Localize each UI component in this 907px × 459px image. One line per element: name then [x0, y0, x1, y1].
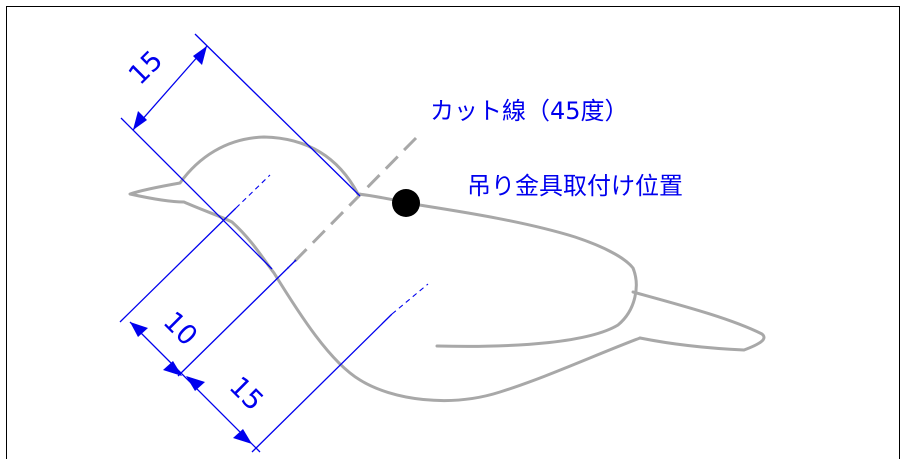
dim-middle-arrow-a	[130, 322, 148, 337]
dim-lower-extension	[251, 313, 393, 453]
dim-lower-arrow-b	[233, 429, 252, 444]
bird-upper-contour	[128, 135, 642, 402]
dim-middle-extension-b	[177, 259, 297, 377]
dim-lower-value: 15	[223, 371, 269, 417]
cut-line	[286, 136, 418, 270]
dim-middle-extension-a	[119, 207, 237, 323]
bird-tail-contour	[631, 290, 766, 352]
dim-middle-arrow-b	[163, 361, 182, 376]
dim-middle-value: 10	[157, 306, 203, 352]
dim-upper-arrow-a	[133, 111, 147, 130]
hanger-position-marker	[392, 189, 420, 217]
dim-upper-extension-a	[120, 117, 273, 270]
bird-outline	[128, 135, 766, 402]
dim-lower-extension-dashed	[391, 283, 429, 315]
dim-lower-arrow-a	[186, 376, 205, 391]
dim-upper-measure-line	[132, 45, 208, 131]
dimension-lines	[119, 33, 429, 453]
bird-back-contour	[411, 202, 638, 348]
hanger-position-label: 吊り金具取付け位置	[467, 172, 683, 200]
cut-line-label: カット線（45度）	[430, 97, 629, 125]
dim-upper-extension-b	[194, 33, 361, 197]
dim-upper-value: 15	[123, 45, 169, 91]
dim-upper-arrow-b	[193, 46, 207, 65]
dim-middle-extension-a-dashed	[235, 174, 271, 209]
drawing-frame	[6, 6, 900, 459]
